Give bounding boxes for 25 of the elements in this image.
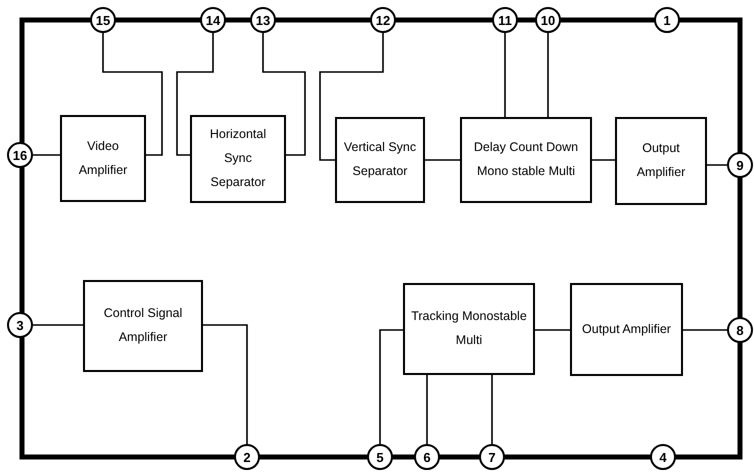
wire bbox=[176, 33, 214, 156]
block-box: Vertical Sync Separator bbox=[335, 117, 425, 203]
wire bbox=[426, 375, 428, 444]
wire bbox=[683, 329, 727, 331]
wire bbox=[535, 329, 570, 331]
block-box: Output Amplifier bbox=[570, 283, 683, 376]
block-box: Horizontal Sync Separator bbox=[190, 115, 286, 203]
block-box: Tracking Monostable Multi bbox=[403, 283, 535, 375]
wire bbox=[33, 324, 83, 326]
block-box: Control Signal Amplifier bbox=[83, 280, 203, 372]
wire bbox=[425, 159, 460, 161]
block-box: Delay Count Down Mono stable Multi bbox=[460, 117, 592, 203]
wire bbox=[33, 154, 60, 156]
wire bbox=[262, 33, 306, 156]
wire bbox=[592, 159, 615, 161]
block-box: Output Amplifier bbox=[615, 117, 707, 205]
wire bbox=[504, 33, 506, 117]
wire bbox=[379, 329, 403, 444]
block-box: Video Amplifier bbox=[60, 115, 146, 202]
wire bbox=[707, 164, 727, 166]
wire bbox=[547, 33, 549, 117]
wire bbox=[491, 375, 493, 444]
wire bbox=[319, 33, 384, 161]
wire bbox=[102, 33, 163, 156]
wire bbox=[203, 324, 248, 444]
